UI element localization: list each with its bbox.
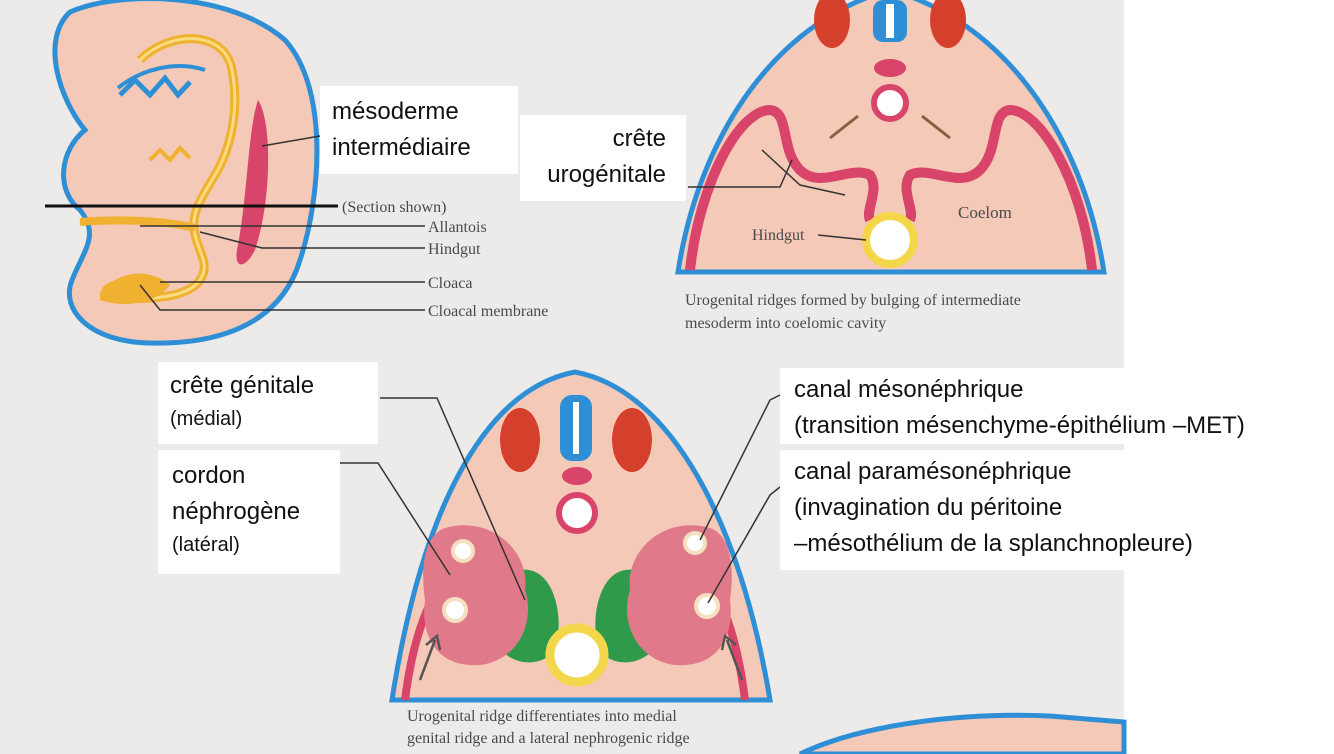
canal-parameso-line1: canal paramésonéphrique bbox=[794, 454, 1334, 490]
cordon-line2: néphrogène bbox=[172, 494, 340, 530]
label-crete-genitale: crête génitale (médial) bbox=[158, 362, 378, 444]
caption-bottom-line2: genital ridge and a lateral nephrogenic … bbox=[407, 730, 690, 747]
crete-uro-line1: crête bbox=[520, 121, 666, 157]
label-coelom: Coelom bbox=[958, 203, 1012, 222]
crete-uro-line2: urogénitale bbox=[520, 157, 666, 193]
caption-top-line2: mesoderm into coelomic cavity bbox=[685, 315, 886, 332]
section-bottom-neural-canal bbox=[573, 402, 579, 454]
canal-parameso-line2: (invagination du péritoine bbox=[794, 490, 1334, 526]
canal-meso-line1: canal mésonéphrique bbox=[794, 372, 1334, 408]
section-top-hindgut bbox=[866, 216, 914, 264]
label-allantois: Allantois bbox=[428, 219, 487, 236]
mesoderme-line1: mésoderme bbox=[332, 94, 518, 130]
label-mesoderme-intermediaire: mésoderme intermédiaire bbox=[320, 86, 518, 174]
section-bottom-aorta bbox=[559, 495, 595, 531]
section-top-neural-canal bbox=[886, 4, 894, 38]
label-cloacal-membrane: Cloacal membrane bbox=[428, 303, 548, 320]
section-bottom-notochord bbox=[562, 467, 592, 485]
section-bottom-hindgut bbox=[550, 628, 604, 682]
label-cordon-nephrogene: cordon néphrogène (latéral) bbox=[158, 450, 340, 574]
label-cloaca: Cloaca bbox=[428, 275, 472, 292]
paramesonephric-duct-left bbox=[444, 599, 466, 621]
label-crete-urogenitale: crête urogénitale bbox=[520, 115, 686, 201]
label-hindgut-embryo: Hindgut bbox=[428, 241, 481, 258]
section-bottom-somite-left bbox=[500, 408, 540, 472]
canal-parameso-line3: –mésothélium de la splanchnopleure) bbox=[794, 526, 1334, 562]
section-top-notochord bbox=[874, 59, 906, 77]
section-bottom-somite-right bbox=[612, 408, 652, 472]
cordon-line1: cordon bbox=[172, 458, 340, 494]
mesonephric-duct-left bbox=[453, 541, 473, 561]
label-hindgut-top: Hindgut bbox=[752, 227, 805, 244]
caption-bottom-line1: Urogenital ridge differentiates into med… bbox=[407, 708, 677, 725]
mesoderme-line2: intermédiaire bbox=[332, 130, 518, 166]
paramesonephric-duct-right bbox=[696, 595, 718, 617]
label-canal-mesonephrique: canal mésonéphrique (transition mésenchy… bbox=[780, 368, 1334, 444]
cordon-sub: (latéral) bbox=[172, 530, 340, 560]
crete-genitale-sub: (médial) bbox=[170, 404, 378, 434]
canal-meso-line2: (transition mésenchyme-épithélium –MET) bbox=[794, 408, 1334, 444]
section-top-aorta bbox=[874, 87, 906, 119]
caption-top-line1: Urogenital ridges formed by bulging of i… bbox=[685, 292, 1021, 309]
label-canal-paramesonephrique: canal paramésonéphrique (invagination du… bbox=[780, 450, 1334, 570]
label-section-shown: (Section shown) bbox=[342, 199, 446, 216]
crete-genitale-main: crête génitale bbox=[170, 368, 378, 404]
